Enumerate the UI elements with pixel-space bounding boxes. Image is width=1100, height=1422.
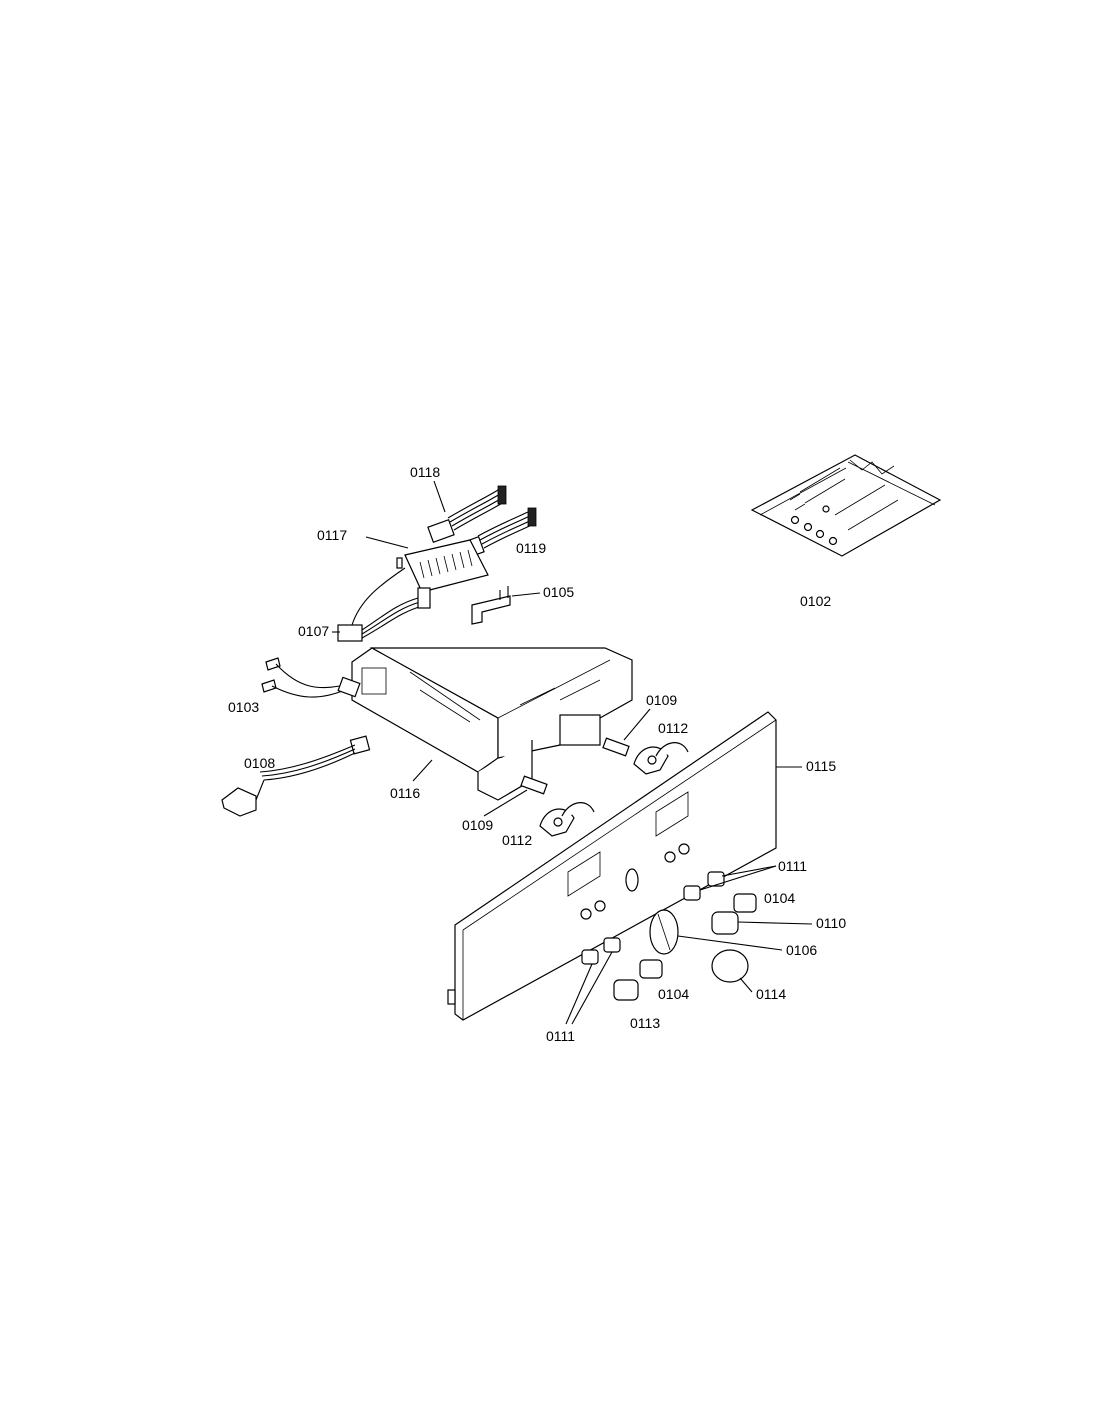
part-0116-control-housing [351, 647, 633, 801]
part-0117-circuit-board [396, 539, 489, 593]
part-0106-dial [649, 909, 679, 955]
label-0102: 0102 [800, 593, 831, 609]
label-0119: 0119 [516, 540, 546, 556]
label-0103: 0103 [228, 699, 259, 715]
label-0109-upper: 0109 [646, 692, 677, 708]
part-0118-connector-harness [427, 485, 507, 544]
label-0113: 0113 [630, 1015, 660, 1031]
part-0104-spindle-upper [733, 893, 757, 913]
label-0111-lower: 0111 [546, 1028, 575, 1044]
part-0103-cable [261, 657, 361, 698]
part-0111-knob-adapter-upper [683, 871, 725, 901]
label-0117: 0117 [317, 527, 347, 543]
label-0112-lower: 0112 [502, 832, 532, 848]
part-0113-knob [613, 979, 639, 1001]
label-0109-lower: 0109 [462, 817, 493, 833]
label-0108: 0108 [244, 755, 275, 771]
part-0114-knob [711, 949, 749, 983]
part-0115-front-panel [447, 711, 777, 1021]
part-0109-spindle-lower [520, 775, 548, 795]
part-0102-screw-bag [750, 454, 942, 557]
label-0115: 0115 [806, 758, 836, 774]
part-0107-ribbon-cable [337, 567, 431, 642]
label-0111-upper: 0111 [778, 858, 807, 874]
label-0107: 0107 [298, 623, 329, 639]
part-0112-clip-upper [633, 742, 689, 775]
label-0104-upper: 0104 [764, 890, 795, 906]
part-0108-cable [221, 735, 371, 817]
label-0105: 0105 [543, 584, 574, 600]
label-0110: 0110 [816, 915, 846, 931]
label-0106: 0106 [786, 942, 817, 958]
part-0109-spindle-upper [602, 737, 630, 757]
part-0112-clip-lower [539, 802, 595, 837]
part-0105-bracket [471, 586, 511, 625]
part-0110-knob [711, 911, 739, 935]
label-0116: 0116 [390, 785, 420, 801]
label-0104-lower: 0104 [658, 986, 689, 1002]
part-0111-knob-adapter-lower [581, 937, 621, 965]
label-0112-upper: 0112 [658, 720, 688, 736]
label-0118: 0118 [410, 464, 440, 480]
label-0114: 0114 [756, 986, 786, 1002]
part-0104-spindle-lower [639, 959, 663, 979]
